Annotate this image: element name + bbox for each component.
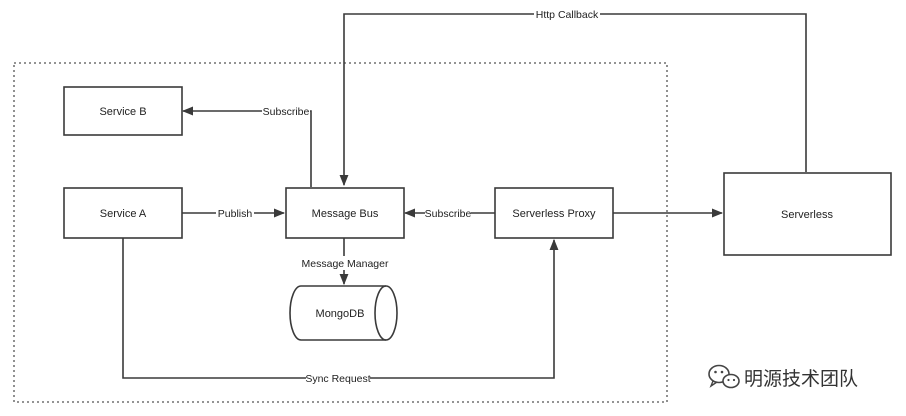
node-label: MongoDB xyxy=(316,308,365,320)
edge-label-subscribe-b: Subscribe xyxy=(263,106,310,118)
wechat-icon xyxy=(708,364,740,389)
edge-label-bg xyxy=(534,7,600,21)
node-label: Service A xyxy=(100,208,147,220)
node-service-a: Service A xyxy=(63,187,183,239)
edge-label-bg xyxy=(306,371,370,385)
system-boundary xyxy=(13,62,668,403)
edge-label-bg xyxy=(262,104,310,118)
edge-label-bg xyxy=(302,256,388,270)
edge-label-publish: Publish xyxy=(218,208,253,220)
node-message-bus: Message Bus xyxy=(285,187,405,239)
node-label: Serverless Proxy xyxy=(512,208,596,220)
edge-label-sync-request: Sync Request xyxy=(305,373,370,385)
node-mongodb: MongoDB xyxy=(289,285,398,341)
watermark: 明源技术团队 xyxy=(708,364,858,390)
watermark-text: 明源技术团队 xyxy=(744,368,858,390)
edge-http-callback xyxy=(339,13,807,187)
edge-label-bg xyxy=(216,206,254,220)
edge-label-subscribe-proxy: Subscribe xyxy=(425,208,472,220)
node-serverless: Serverless xyxy=(723,172,892,256)
node-service-b: Service B xyxy=(63,86,183,136)
node-label: Message Bus xyxy=(312,208,379,220)
edge-label-bg xyxy=(425,206,471,220)
node-label: Service B xyxy=(99,106,146,118)
edge-label-message-manager: Message Manager xyxy=(302,258,389,270)
node-serverless-proxy: Serverless Proxy xyxy=(494,187,614,239)
node-label: Serverless xyxy=(781,209,833,221)
edge-subscribe-service-b xyxy=(181,106,312,187)
edge-label-http-callback: Http Callback xyxy=(536,9,599,21)
